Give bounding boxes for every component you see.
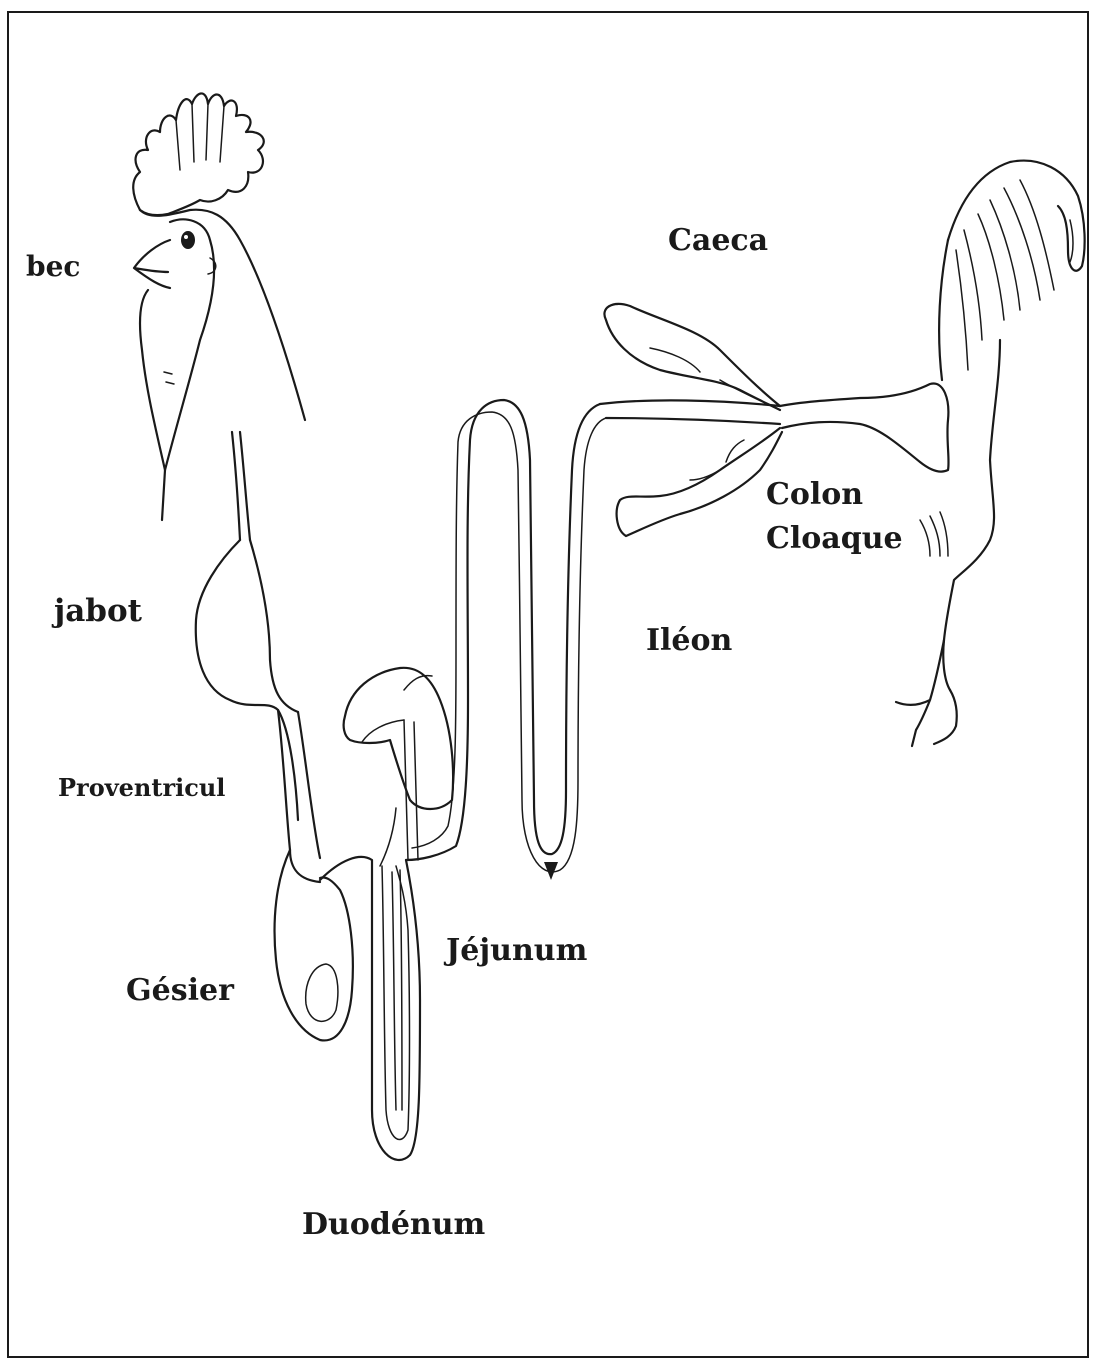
pancreas bbox=[344, 668, 453, 809]
label-proventricul: Proventricul bbox=[58, 776, 225, 800]
label-colon: Colon bbox=[766, 480, 863, 510]
rooster-leg bbox=[896, 640, 957, 746]
caeca-upper bbox=[604, 304, 780, 410]
rooster-neck bbox=[162, 470, 165, 520]
label-jabot: jabot bbox=[54, 596, 142, 627]
rooster-comb bbox=[133, 93, 264, 215]
label-bec: bec bbox=[26, 253, 80, 281]
rooster-eye-highlight bbox=[184, 235, 188, 239]
label-gesier: Gésier bbox=[126, 976, 234, 1006]
label-caeca: Caeca bbox=[668, 226, 768, 256]
label-duodenum: Duodénum bbox=[302, 1210, 485, 1240]
colon bbox=[780, 383, 949, 471]
rooster-wing-marks bbox=[920, 512, 948, 556]
esophagus bbox=[232, 432, 250, 540]
caeca-lower bbox=[617, 428, 782, 536]
gizzard-inner bbox=[306, 964, 338, 1021]
pancreas-fold bbox=[362, 676, 432, 742]
rooster-eye bbox=[181, 231, 195, 249]
rooster-wattle bbox=[140, 219, 214, 470]
duodenum-inner-2 bbox=[392, 870, 402, 1110]
label-jejunum: Jéjunum bbox=[446, 936, 587, 966]
label-cloaque: Cloaque bbox=[766, 524, 903, 554]
jejunum-inner bbox=[412, 412, 606, 872]
rooster-wattle-marks bbox=[164, 372, 174, 384]
gizzard bbox=[275, 850, 353, 1040]
jejunum bbox=[406, 400, 600, 860]
rooster-tail-feathers bbox=[956, 180, 1073, 370]
label-ileon: Iléon bbox=[646, 626, 732, 656]
proventriculus bbox=[278, 710, 320, 882]
rooster-beak bbox=[134, 240, 170, 288]
rooster-comb-detail bbox=[176, 104, 224, 170]
ileum bbox=[600, 400, 780, 424]
